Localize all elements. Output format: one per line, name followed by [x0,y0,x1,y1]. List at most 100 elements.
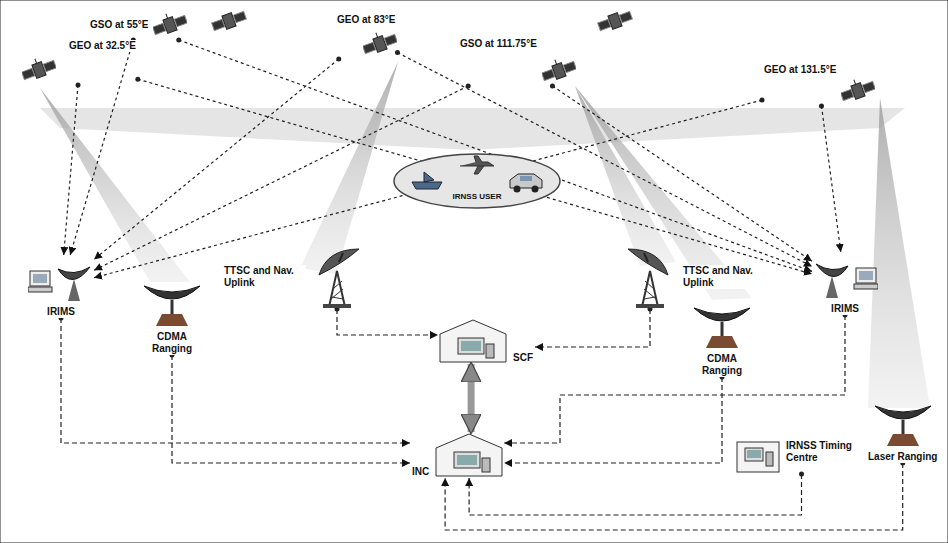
ground-station: SCF [438,318,535,364]
link-start-dot [550,84,555,89]
icon-part [766,452,773,466]
icon-part [33,274,47,283]
icon-part [35,59,37,64]
icon-part [745,448,763,461]
coverage-band [40,108,905,150]
bld-icon [438,318,508,364]
node-label: GEO at 131.5°E [762,64,838,76]
satellite: GEO at 83°E [335,14,397,59]
icon-part [22,55,56,82]
node-label: CDMA Ranging [140,331,204,355]
icon-part [153,10,187,37]
satellite: GSO at 111.75°E [458,38,576,86]
ground-station: TTSC and Nav. Uplink [222,245,365,309]
signal-arrow [553,86,813,261]
icon-part [721,322,724,338]
node-label: GEO at 32.5°E [67,40,138,52]
icon-part [482,458,490,472]
signal-arrow [70,40,133,255]
icon-part [510,174,542,188]
icon-part [175,15,188,26]
icon-part [28,287,52,292]
icon-part [454,452,480,468]
user-ellipse: IRNSS USER [392,152,562,210]
icon-part [863,81,876,92]
icon-part [331,281,343,299]
icon-part [816,264,848,277]
icon-part [43,60,56,71]
signal-arrow [64,85,78,255]
beam-cone [300,62,398,274]
icon-part [233,11,246,22]
icon-part [329,271,345,307]
uplink-icon [622,245,678,309]
signal-arrow [504,377,722,463]
icon-part [706,336,738,348]
icon-part [628,249,668,308]
node-label: TTSC and Nav. Uplink [222,265,306,289]
icon-part [854,284,878,289]
signal-arrow [61,318,410,443]
icon-part [394,154,560,208]
bld-icon [434,432,504,478]
ground-station: CDMA Ranging [690,300,754,377]
icon-part [461,341,481,351]
sat-icon [153,10,187,40]
icon-part [339,253,343,262]
satellite: GEO at 32.5°E [22,40,138,85]
icon-part [319,249,359,275]
ground-station: IRNSS Timing Centre [735,440,868,474]
node-label: IRNSS Timing Centre [784,440,868,464]
link-start-dot [799,472,804,477]
satellite: GEO at 131.5°E [762,64,875,106]
sat-icon [363,29,397,59]
signal-arrow [445,463,903,530]
node-label: SCF [511,352,535,364]
icon-part [22,68,35,79]
dish-icon [140,278,204,328]
icon-part [859,271,873,280]
icon-part [520,176,532,181]
node-label: TTSC and Nav. Uplink [681,265,765,289]
icon-part [737,442,779,472]
node-label: Laser Ranging [866,451,939,463]
node-label: INC [410,466,431,478]
icon-part [694,308,750,321]
signal-arrow [822,106,841,252]
icon-part [486,344,494,358]
irims-icon [812,252,878,300]
ground-station: IRIMS [812,252,878,315]
link-start-dot [336,57,341,62]
icon-part [644,253,648,262]
node-label: GEO at 83°E [335,14,397,26]
node-label: IRNSS USER [451,192,504,202]
icon-part [532,186,539,193]
icon-part [644,281,656,299]
link-start-dot [76,83,81,88]
icon-part [385,34,398,45]
icon-part [144,286,200,299]
icon-part [171,300,174,316]
small-icon [735,440,781,474]
icon-part [153,23,166,34]
icon-part [563,61,576,72]
ground-station: CDMA Ranging [140,278,204,355]
icon-part [412,172,442,189]
node-label: IRIMS [829,303,861,315]
signal-arrow [179,40,812,271]
icon-part [542,69,555,80]
sat-icon [841,76,875,106]
icon-part [212,19,225,30]
satellite-icon [597,9,634,34]
ground-station: TTSC and Nav. Uplink [622,245,765,309]
node-label: IRIMS [45,306,77,318]
icon-part [598,19,611,30]
link-start-dot [395,50,400,55]
signal-arrow [504,315,845,443]
beam-cone [575,86,676,266]
icon-part [841,89,854,100]
satellite: GSO at 55°E [88,10,187,40]
icon-part [826,276,838,298]
icon-part [854,80,856,85]
icon-part [841,76,875,103]
